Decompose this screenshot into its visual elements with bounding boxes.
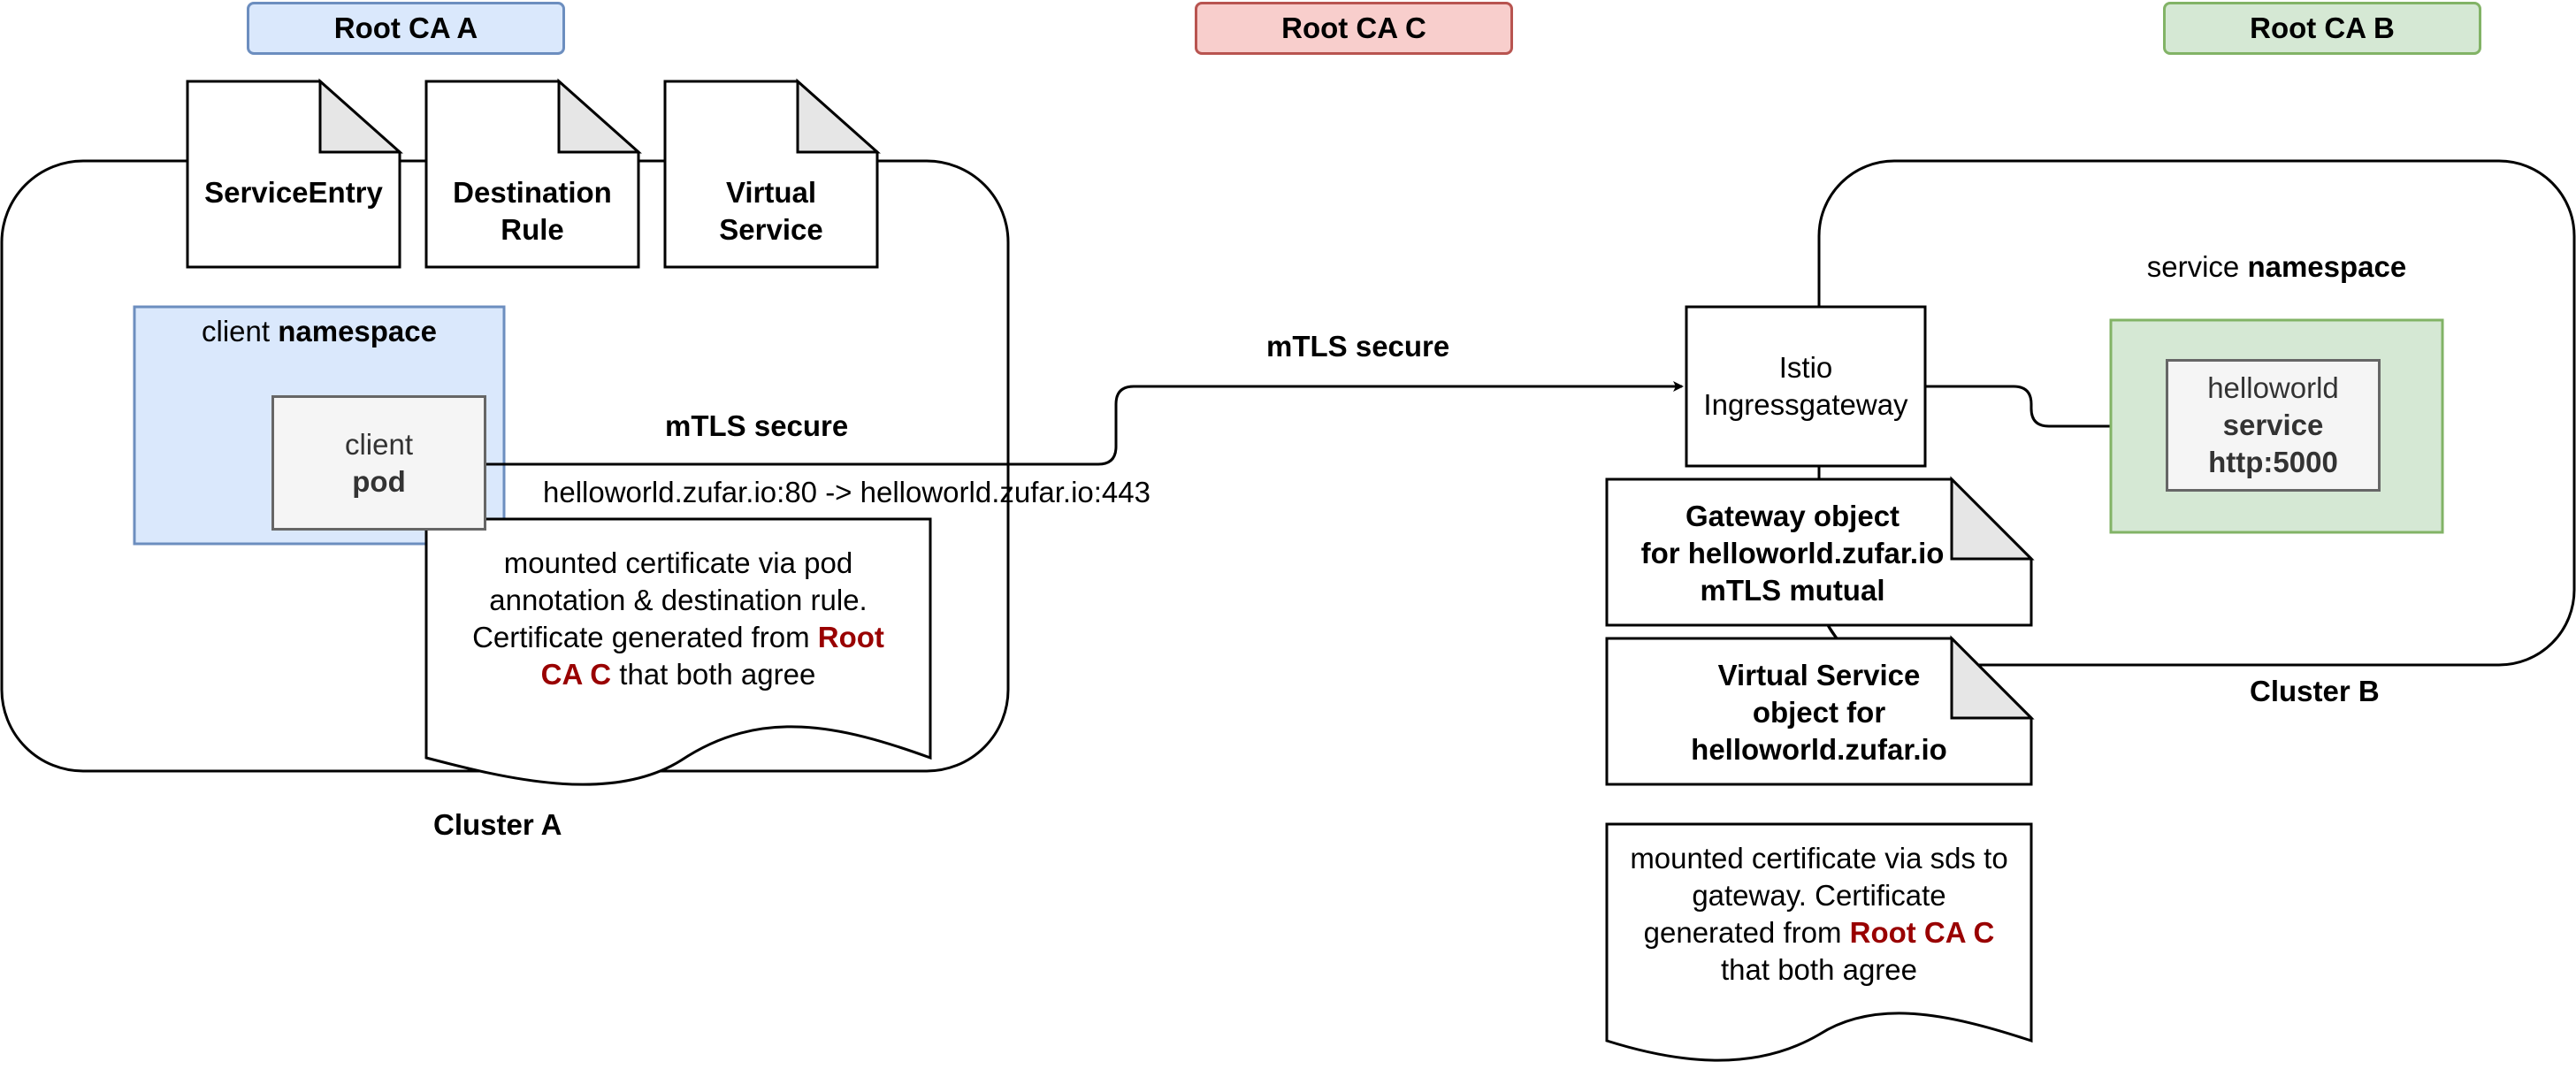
root-ca-c-box: Root CA C [1195,2,1513,55]
destination-rule-label: Destination Rule [453,176,612,246]
cluster-a-label: Cluster A [433,808,562,841]
service-entry-label: ServiceEntry [204,176,383,209]
root-ca-b-box: Root CA B [2163,2,2481,55]
client-certificate-note [424,517,932,786]
cluster-b-label: Cluster B [2250,675,2380,707]
root-ca-a-box: Root CA A [247,2,565,55]
gateway-object-document [1605,477,2033,627]
virtual-service-object-label: Virtual Service object for helloworld.zu… [1691,659,1947,766]
root-ca-c-label: Root CA C [1281,11,1426,44]
gateway-object-label: Gateway object for helloworld.zufar.io m… [1640,500,1945,607]
gateway-certificate-note [1605,822,2033,1062]
helloworld-service-box: helloworld service http:5000 [2166,359,2381,492]
mtls-secure-label-left: mTLS secure [665,409,849,442]
mtls-connection-line [484,381,1684,466]
istio-ingressgateway-box [1685,305,1927,468]
route-label: helloworld.zufar.io:80 -> helloworld.zuf… [543,476,1150,508]
virtual-service-label: Virtual Service [719,176,823,246]
client-note-text: mounted certificate via pod annotation &… [472,546,884,691]
virtual-service-object-document [1605,637,2033,786]
istio-ingressgateway-label: Istio Ingressgateway [1703,351,1908,421]
client-namespace-label: client namespace [202,315,437,348]
mtls-secure-label-right: mTLS secure [1266,330,1450,363]
gateway-note-text: mounted certificate via sds to gateway. … [1630,842,2008,986]
service-namespace-label: service namespace [2146,250,2407,283]
root-ca-b-label: Root CA B [2250,11,2395,44]
gateway-to-service-line [1925,385,2166,432]
root-ca-a-label: Root CA A [333,11,478,44]
client-pod-box: client pod [271,395,486,531]
